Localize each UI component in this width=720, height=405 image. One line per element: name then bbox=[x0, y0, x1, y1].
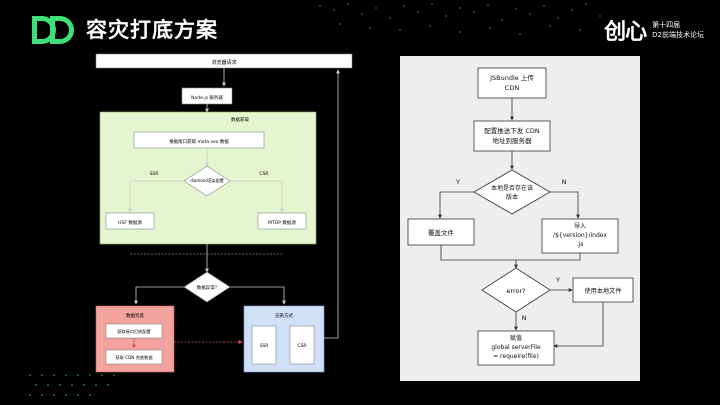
arrow-render-back-to-browser bbox=[324, 70, 339, 339]
csr-branch-label: CSR bbox=[259, 171, 268, 177]
local-version-label-2: 版本 bbox=[506, 193, 518, 201]
upload-cdn-box bbox=[477, 67, 547, 99]
right-flowchart: JSBundle 上传 CDN 配置推送下发 CDN 地址到服务器 本地是否存在… bbox=[400, 56, 640, 381]
error-yes-label: Y bbox=[555, 276, 560, 284]
brand-text: 第十四届 D2前端技术论坛 bbox=[652, 20, 704, 40]
brand-mark: 创心 bbox=[604, 20, 647, 45]
import-label-3: .js bbox=[577, 241, 584, 248]
render-ssr-box bbox=[251, 325, 277, 365]
render-csr-box bbox=[289, 325, 315, 365]
upload-cdn-label-1: JSBundle 上传 bbox=[489, 73, 534, 82]
node-server-label: Node.js 服务器 bbox=[191, 94, 223, 101]
fallback-config-label: 获取接口打底配置 bbox=[117, 328, 151, 335]
data-exception-decision bbox=[183, 271, 231, 303]
slide-header: 容灾打底方案 创心 第十四届 D2前端技术论坛 bbox=[0, 0, 720, 58]
left-flowchart: 浏览器请求 Node.js 服务器 数据获取 根据接口获取 meta seo 数… bbox=[95, 53, 353, 373]
local-yes-label: Y bbox=[455, 178, 460, 186]
mtop-service-box bbox=[257, 212, 307, 230]
data-exception-label: 数据异常? bbox=[197, 284, 218, 291]
error-decision-label: error? bbox=[506, 287, 525, 295]
arrow-local-yes bbox=[438, 191, 474, 219]
local-version-decision bbox=[473, 169, 551, 215]
d2-logo-icon bbox=[32, 16, 74, 44]
arrow-exception-no bbox=[230, 286, 286, 305]
render-title: 渲染方式 bbox=[275, 312, 293, 319]
import-label-1: 导入 bbox=[574, 223, 586, 230]
arrow-switch-to-mtop bbox=[230, 180, 284, 213]
push-cdn-label-1: 配置推送下发 CDN bbox=[484, 126, 540, 135]
render-switch-label: diamond渲染配置 bbox=[190, 177, 224, 183]
exception-no-label: N bbox=[238, 279, 241, 285]
brand-line-1: 第十四届 bbox=[652, 21, 681, 29]
overwrite-box bbox=[407, 218, 475, 246]
render-csr-label: CSR bbox=[297, 343, 306, 349]
page-title: 容灾打底方案 bbox=[86, 18, 218, 42]
decorative-dots-top bbox=[319, 3, 601, 35]
fallback-cdn-label: 获取 CDN 兜底数据 bbox=[115, 354, 152, 361]
arrow-use-local-to-assign bbox=[553, 302, 604, 348]
mtop-service-label: MTOP 数据源 bbox=[268, 219, 296, 226]
conference-brand: 创心 第十四届 D2前端技术论坛 bbox=[604, 14, 704, 46]
assign-label-1: 赋值 bbox=[510, 334, 522, 342]
assign-box bbox=[477, 330, 555, 366]
arrow-import-merge bbox=[516, 253, 581, 261]
brand-line-2: D2前端技术论坛 bbox=[652, 31, 704, 39]
assign-label-2: global serverFile bbox=[491, 344, 541, 351]
hsf-service-label: HSF 数据源 bbox=[118, 219, 142, 226]
render-switch-decision bbox=[183, 165, 231, 197]
upload-cdn-label-2: CDN bbox=[505, 84, 520, 92]
fetch-meta-box bbox=[133, 131, 265, 149]
push-cdn-label-2: 地址到服务器 bbox=[493, 136, 533, 145]
import-box bbox=[541, 218, 619, 254]
use-local-label: 使用本地文件 bbox=[584, 287, 621, 295]
render-ssr-label: SSR bbox=[260, 343, 269, 349]
fetch-meta-label: 根据接口获取 meta seo 数据 bbox=[169, 138, 229, 145]
use-local-box bbox=[572, 277, 634, 303]
assign-label-3: = requeire(file) bbox=[493, 353, 539, 360]
overwrite-label: 覆盖文件 bbox=[428, 228, 455, 237]
data-fetch-title: 数据获取 bbox=[231, 116, 249, 123]
ssr-branch-label: SSR bbox=[150, 171, 159, 177]
local-no-label: N bbox=[562, 178, 567, 186]
fallback-title: 数据兜底 bbox=[126, 312, 144, 319]
arrow-overwrite-merge bbox=[440, 245, 518, 269]
exception-yes-label: Y bbox=[172, 279, 176, 285]
error-no-label: N bbox=[522, 314, 527, 322]
import-label-2: /${version}/index bbox=[553, 232, 607, 239]
local-version-label-1: 本地是否存在该 bbox=[491, 184, 533, 192]
fallback-cdn-box bbox=[105, 349, 163, 365]
hsf-service-box bbox=[105, 212, 155, 230]
arrow-exception-yes bbox=[134, 286, 184, 305]
browser-request-label: 浏览器请求 bbox=[211, 59, 236, 66]
decorative-dots-bottom bbox=[29, 374, 115, 396]
arrow-switch-to-hsf bbox=[128, 180, 184, 213]
arrow-local-no bbox=[550, 191, 580, 219]
push-cdn-box bbox=[473, 120, 551, 152]
